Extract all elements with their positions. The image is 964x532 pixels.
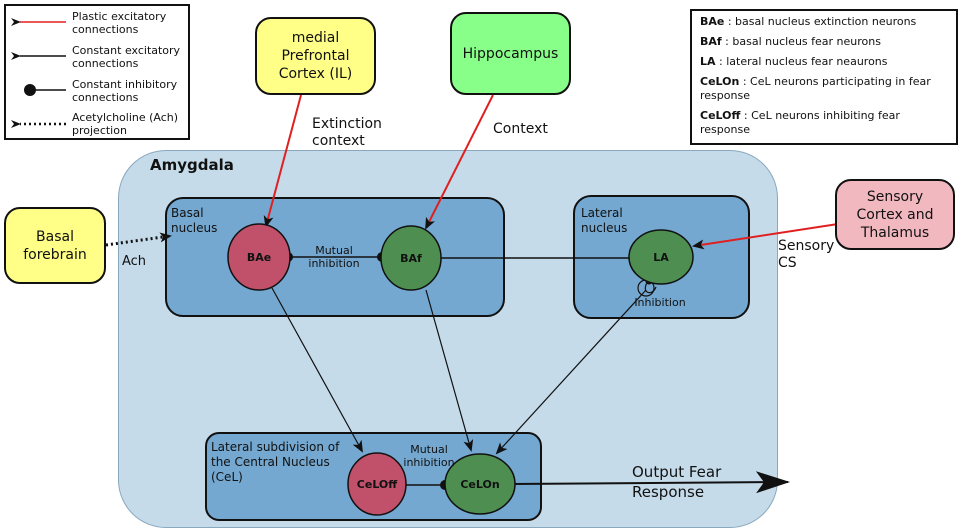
key-abbr-la: LA	[700, 55, 716, 68]
key-row-la: LA : lateral nucleus fear neaurons	[700, 55, 948, 69]
ach-label: Ach	[122, 254, 147, 269]
output-label: Output Fear Response	[632, 463, 722, 501]
la-label: LA	[653, 251, 669, 264]
la-self-inhibition	[644, 280, 657, 294]
basal-nucleus-region	[165, 197, 505, 317]
basal-forebrain-box: Basal forebrain	[4, 207, 106, 284]
celon-label: CeLOn	[460, 478, 500, 491]
sensory-box: Sensory Cortex and Thalamus	[835, 179, 955, 250]
amygdala-title: Amygdala	[150, 156, 234, 174]
key-abbr-baf: BAf	[700, 35, 722, 48]
key-abbr-celoff: CeLOff	[700, 109, 741, 122]
legend-inhibitory-text: Constant inhibitory connections	[72, 78, 178, 104]
key-desc-la: : lateral nucleus fear neaurons	[715, 55, 888, 68]
legend-inhibitory-dot	[24, 84, 36, 96]
key-row-celoff: CeLOff : CeL neurons inhibiting fear res…	[700, 109, 948, 137]
ach-projection	[105, 232, 172, 247]
legend-excitatory-text: Constant excitatory connections	[72, 44, 181, 70]
mpfc-label: medial Prefrontal Cortex (IL)	[278, 30, 353, 82]
la-to-celon-connection	[495, 289, 647, 455]
sensory-label: Sensory Cortex and Thalamus	[856, 188, 934, 241]
celon-neuron	[444, 453, 516, 515]
basal-nucleus-label: Basal nucleus	[171, 206, 218, 235]
connection-legend: Plastic excitatory connections Constant …	[4, 4, 190, 140]
context-label: Context	[493, 121, 548, 137]
hippocampus-to-baf-connection	[425, 94, 494, 230]
sensory-cs-label: Sensory CS	[778, 238, 835, 271]
celoff-neuron	[347, 452, 407, 516]
legend-symbols	[10, 18, 66, 128]
key-abbr-bae: BAe	[700, 15, 725, 28]
sensory-to-la-connection	[692, 223, 839, 250]
key-row-celon: CeLOn : CeL neurons participating in fea…	[700, 75, 948, 103]
key-desc-baf: : basal nucleus fear neurons	[721, 35, 881, 48]
key-desc-celoff: : CeL neurons inhibiting fear response	[700, 109, 900, 136]
la-inhibition-label: Inhibition	[634, 296, 686, 309]
output-arrow	[511, 471, 790, 494]
mutual-inhibition-cel-label: Mutual inhibition	[403, 443, 455, 469]
key-desc-celon: : CeL neurons participating in fear resp…	[700, 75, 931, 102]
key-abbr-celon: CeLOn	[700, 75, 740, 88]
key-row-baf: BAf : basal nucleus fear neurons	[700, 35, 948, 49]
extinction-context-label: Extinction context	[312, 116, 382, 149]
bae-label: BAe	[246, 251, 272, 264]
key-desc-bae: : basal nucleus extinction neurons	[724, 15, 917, 28]
hippocampus-label: Hippocampus	[462, 45, 559, 62]
hippocampus-box: Hippocampus	[450, 12, 571, 95]
baf-neuron	[380, 225, 442, 291]
baf-label: BAf	[400, 252, 422, 265]
la-neuron	[628, 229, 694, 285]
basal-forebrain-label: Basal forebrain	[23, 228, 87, 263]
cel-label: Lateral subdivision of the Central Nucle…	[211, 440, 340, 484]
baf-to-celon-connection	[425, 289, 474, 452]
abbreviation-key: BAe : basal nucleus extinction neurons B…	[690, 9, 958, 145]
celoff-label: CeLOff	[356, 478, 398, 491]
key-row-bae: BAe : basal nucleus extinction neurons	[700, 15, 948, 29]
bae-neuron	[227, 223, 291, 291]
lateral-nucleus-label: Lateral nucleus	[581, 206, 628, 235]
mutual-inhibition-basal-label: Mutual inhibition	[308, 244, 360, 270]
legend-ach-text: Acetylcholine (Ach) projection	[72, 111, 179, 137]
legend-plastic-text: Plastic excitatory connections	[72, 10, 167, 36]
mpfc-to-bae-connection	[263, 94, 302, 228]
mpfc-box: medial Prefrontal Cortex (IL)	[255, 17, 376, 95]
bae-to-celoff-connection	[271, 287, 363, 453]
